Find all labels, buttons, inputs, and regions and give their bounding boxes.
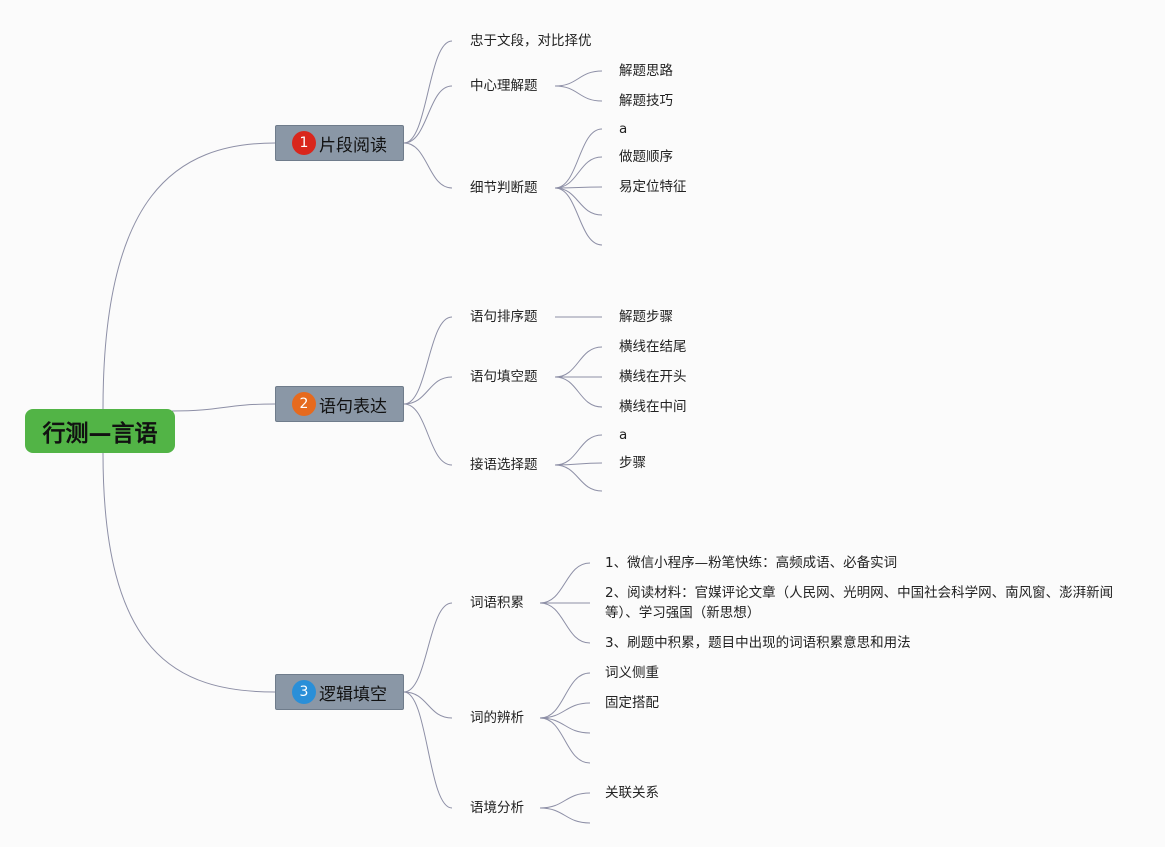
leaf-node[interactable]: 关联关系 — [605, 785, 659, 801]
leaf-node[interactable]: 横线在开头 — [619, 369, 687, 385]
leaf-node[interactable]: 解题步骤 — [619, 309, 673, 325]
connector-line — [554, 186, 603, 189]
leaf-node[interactable]: 词义侧重 — [605, 665, 659, 681]
connector-line — [554, 434, 603, 466]
leaf-node[interactable]: 2、阅读材料：官媒评论文章（人民网、光明网、中国社会科学网、南风窗、澎湃新闻等）… — [605, 585, 1114, 621]
leaf-node[interactable]: 步骤 — [619, 455, 646, 471]
leaf-node[interactable]: 易定位特征 — [619, 179, 687, 195]
leaf-node[interactable]: 3、刷题中积累，题目中出现的词语积累意思和用法 — [605, 635, 911, 651]
connector-line — [554, 376, 603, 408]
branch-label-2: 语句表达 — [319, 396, 387, 417]
topic-node[interactable]: 语境分析 — [470, 800, 524, 816]
connector-line — [539, 602, 591, 644]
topic-node[interactable]: 词的辨析 — [470, 710, 524, 726]
connector-line — [554, 70, 603, 87]
connector-line — [403, 691, 453, 809]
connector-line — [554, 187, 603, 246]
connector-line — [554, 464, 603, 492]
topic-node[interactable]: 忠于文段，对比择优 — [470, 33, 592, 49]
leaf-node[interactable]: 做题顺序 — [619, 149, 673, 165]
badge-number-2: 2 — [292, 392, 316, 416]
connector-line — [403, 316, 453, 405]
topic-node[interactable]: 细节判断题 — [470, 180, 538, 196]
connector-line — [403, 142, 453, 189]
connector-line — [403, 85, 453, 144]
branch-node-3[interactable]: 3 逻辑填空 — [275, 674, 404, 710]
leaf-node[interactable]: 1、微信小程序—粉笔快练：高频成语、必备实词 — [605, 555, 898, 571]
topic-node[interactable]: 接语选择题 — [470, 457, 538, 473]
branch-node-1[interactable]: 1 片段阅读 — [275, 125, 404, 161]
connector-line — [403, 602, 453, 693]
leaf-node[interactable]: 横线在中间 — [619, 399, 687, 415]
connector-line — [539, 807, 591, 824]
connector-line — [171, 403, 276, 412]
connector-line — [539, 792, 591, 809]
connector-line — [554, 156, 603, 189]
connector-line — [403, 40, 453, 144]
connector-line — [403, 403, 453, 466]
connector-line — [554, 187, 603, 216]
leaf-node[interactable]: a — [619, 121, 628, 137]
connector-line — [102, 452, 276, 693]
connector-line — [539, 672, 591, 719]
topic-node[interactable]: 词语积累 — [470, 595, 524, 611]
connector-line — [539, 562, 591, 604]
branch-label-1: 片段阅读 — [319, 135, 387, 156]
topic-node[interactable]: 语句排序题 — [470, 309, 538, 325]
connector-line — [102, 142, 276, 410]
connector-line — [403, 376, 453, 405]
leaf-node[interactable]: 解题思路 — [619, 63, 673, 79]
topic-node[interactable]: 语句填空题 — [470, 369, 538, 385]
connector-line — [554, 346, 603, 378]
leaf-node[interactable]: a — [619, 427, 628, 443]
connector-line — [539, 717, 591, 734]
connector-line — [554, 128, 603, 189]
topic-node[interactable]: 中心理解题 — [470, 78, 538, 94]
connector-line — [539, 702, 591, 719]
connector-line — [554, 85, 603, 102]
badge-number-3: 3 — [292, 680, 316, 704]
leaf-node[interactable]: 横线在结尾 — [619, 339, 687, 355]
branch-node-2[interactable]: 2 语句表达 — [275, 386, 404, 422]
root-node[interactable]: 行测—言语 — [25, 409, 175, 453]
leaf-node[interactable]: 固定搭配 — [605, 695, 659, 711]
connector-line — [554, 462, 603, 466]
connector-line — [403, 691, 453, 719]
connector-line — [539, 717, 591, 764]
badge-number-1: 1 — [292, 131, 316, 155]
branch-label-3: 逻辑填空 — [319, 684, 387, 705]
leaf-node[interactable]: 解题技巧 — [619, 93, 673, 109]
